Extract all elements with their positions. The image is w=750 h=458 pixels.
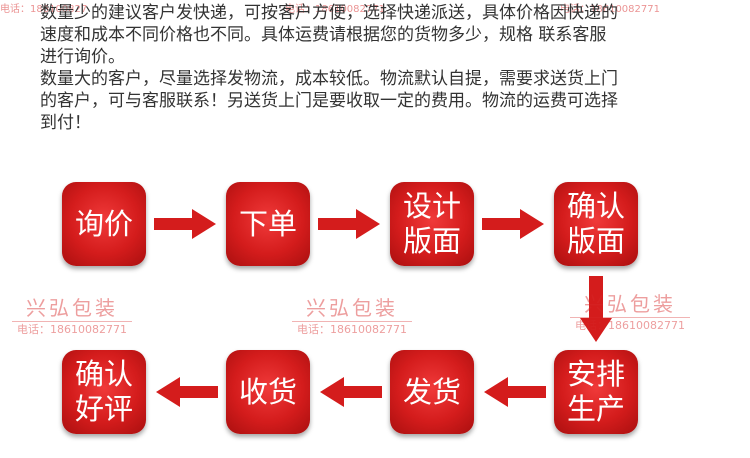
step-confirm-layout: 确认 版面	[554, 182, 638, 266]
brand-watermark: 兴弘包装 电话：18610082771	[12, 297, 132, 336]
arrow-left-icon	[318, 375, 384, 409]
watermark-phone: 电话：18610082771	[575, 319, 685, 332]
step-ship: 发货	[390, 350, 474, 434]
shipping-logistics-paragraph: 数量大的客户，尽量选择发物流，成本较低。物流默认自提，需要求送货上门 的客户，可…	[40, 69, 618, 133]
arrow-left-icon	[482, 375, 548, 409]
watermark-divider	[12, 321, 132, 322]
step-production: 安排 生产	[554, 350, 638, 434]
arrow-down-icon	[578, 274, 614, 344]
arrow-right-icon	[480, 207, 546, 241]
top-watermark-1: 电话：186100827	[0, 4, 88, 15]
brand-watermark: 兴弘包装 电话：18610082771	[292, 297, 412, 336]
watermark-divider	[292, 321, 412, 322]
step-receive: 收货	[226, 350, 310, 434]
watermark-brand: 兴弘包装	[306, 296, 398, 320]
shipping-express-paragraph: 数量少的建议客户发快递，可按客户方便，选择快递派送，具体价格因快递的 速度和成本…	[40, 3, 618, 67]
watermark-brand: 兴弘包装	[584, 292, 676, 316]
arrow-left-icon	[154, 375, 220, 409]
top-watermark-3: 电话：18610082771	[560, 4, 660, 15]
arrow-right-icon	[316, 207, 382, 241]
watermark-brand: 兴弘包装	[26, 296, 118, 320]
watermark-phone: 电话：18610082771	[17, 323, 127, 336]
step-design-layout: 设计 版面	[390, 182, 474, 266]
watermark-divider	[570, 317, 690, 318]
brand-watermark: 兴弘包装 电话：18610082771	[570, 293, 690, 332]
step-confirm-review: 确认 好评	[62, 350, 146, 434]
top-watermark-2: 电话：18610082771	[285, 4, 385, 15]
step-inquiry: 询价	[62, 182, 146, 266]
watermark-phone: 电话：18610082771	[297, 323, 407, 336]
step-order: 下单	[226, 182, 310, 266]
arrow-right-icon	[152, 207, 218, 241]
